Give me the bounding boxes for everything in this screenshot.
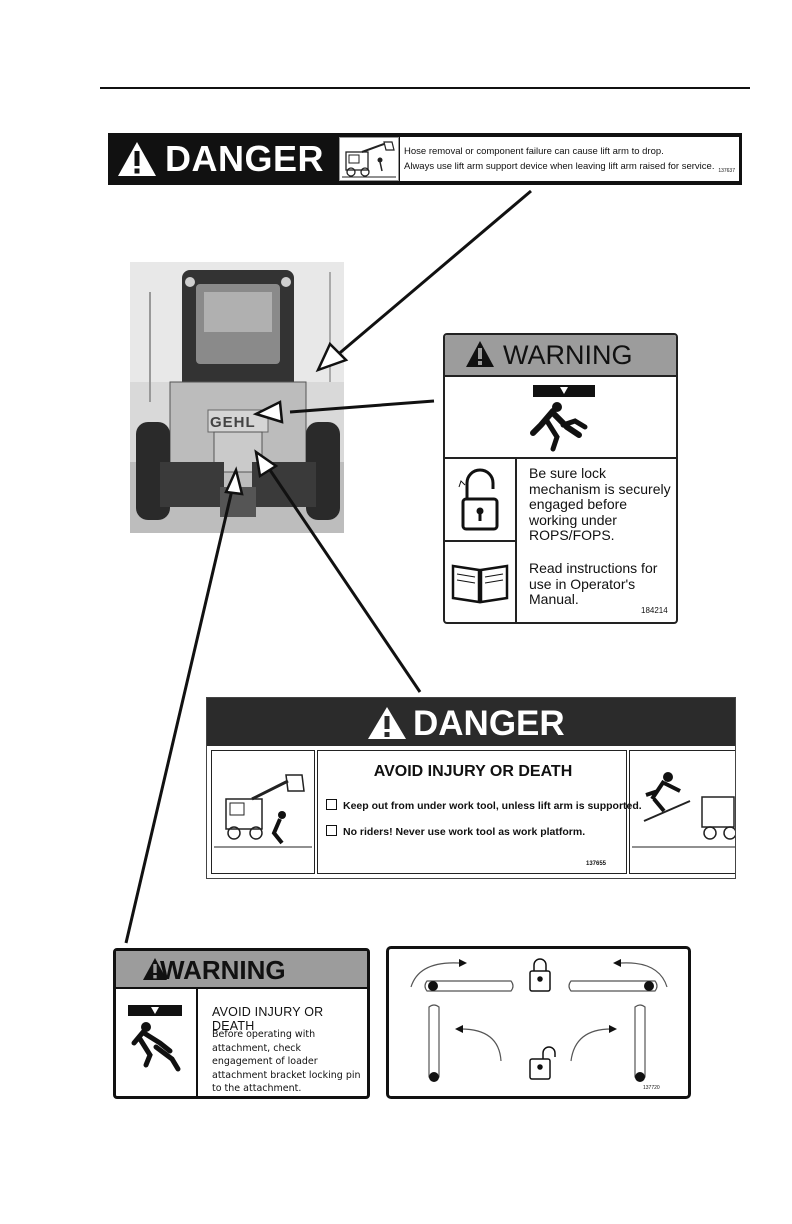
warning-title: AVOID INJURY OR DEATH bbox=[212, 1005, 324, 1033]
decal-code: 137720 bbox=[643, 1085, 660, 1091]
lever-positions-diagram bbox=[410, 958, 668, 1082]
danger-title: AVOID INJURY OR DEATH bbox=[373, 763, 573, 780]
checklist-item: Keep out from under work tool, unless li… bbox=[326, 799, 642, 812]
danger-signal-word: DANGER bbox=[413, 704, 565, 743]
warning-decal-attachment-pin: WARNING AVOID INJURY OR DEATH Before ope… bbox=[113, 948, 370, 1099]
checkbox-icon bbox=[326, 825, 337, 836]
under-lift-arm-pictogram bbox=[211, 750, 315, 874]
danger-decal-hose-removal: DANGER Hose removal or component failure… bbox=[108, 133, 742, 185]
brand-text: GEHL bbox=[210, 414, 256, 431]
skid-steer-pictogram bbox=[339, 137, 399, 181]
warning-header: WARNING bbox=[116, 951, 367, 989]
danger-decal-avoid-injury: DANGER AVOID INJURY OR DEATH Keep out fr… bbox=[206, 697, 736, 879]
danger-signal-word: DANGER bbox=[165, 138, 325, 179]
checkbox-icon bbox=[326, 799, 337, 810]
header-rule bbox=[100, 87, 750, 89]
warning-header: WARNING bbox=[445, 335, 676, 375]
manual-instruction-text: Read instructions for use in Operator's … bbox=[529, 560, 658, 608]
warning-decal-rops-lock: WARNING Be sure lock bbox=[443, 333, 678, 624]
danger-message: Hose removal or component failure can ca… bbox=[400, 137, 739, 181]
operators-manual-icon bbox=[445, 542, 517, 622]
lock-instruction-text: Be sure lock mechanism is securely engag… bbox=[529, 465, 671, 544]
lock-pin-decal: 137720 bbox=[386, 946, 691, 1099]
unlocked-padlock-icon bbox=[445, 459, 517, 542]
unlocked-padlock-icon bbox=[529, 1046, 556, 1080]
no-riders-pictogram bbox=[629, 750, 735, 874]
danger-line-2: Always use lift arm support device when … bbox=[404, 161, 715, 172]
safety-alert-icon bbox=[368, 707, 406, 739]
decal-code: 184214 bbox=[641, 606, 668, 615]
danger-line-1: Hose removal or component failure can ca… bbox=[404, 146, 664, 157]
danger-header: DANGER bbox=[207, 698, 735, 746]
warning-body: Before operating with attachment, check … bbox=[212, 1029, 361, 1095]
decal-code: 137655 bbox=[586, 861, 607, 867]
locked-padlock-icon bbox=[529, 958, 551, 992]
danger-message-panel: AVOID INJURY OR DEATH Keep out from unde… bbox=[317, 750, 642, 874]
decal-code: 137637 bbox=[718, 168, 735, 174]
warning-signal-word: WARNING bbox=[160, 955, 286, 985]
crush-hazard-pictogram bbox=[116, 989, 198, 1096]
safety-alert-icon bbox=[118, 142, 156, 176]
crush-hazard-pictogram bbox=[445, 375, 676, 459]
warning-signal-word: WARNING bbox=[503, 340, 633, 370]
safety-alert-icon bbox=[466, 341, 494, 367]
checklist-item: No riders! Never use work tool as work p… bbox=[326, 825, 585, 838]
safety-alert-icon bbox=[143, 958, 167, 980]
